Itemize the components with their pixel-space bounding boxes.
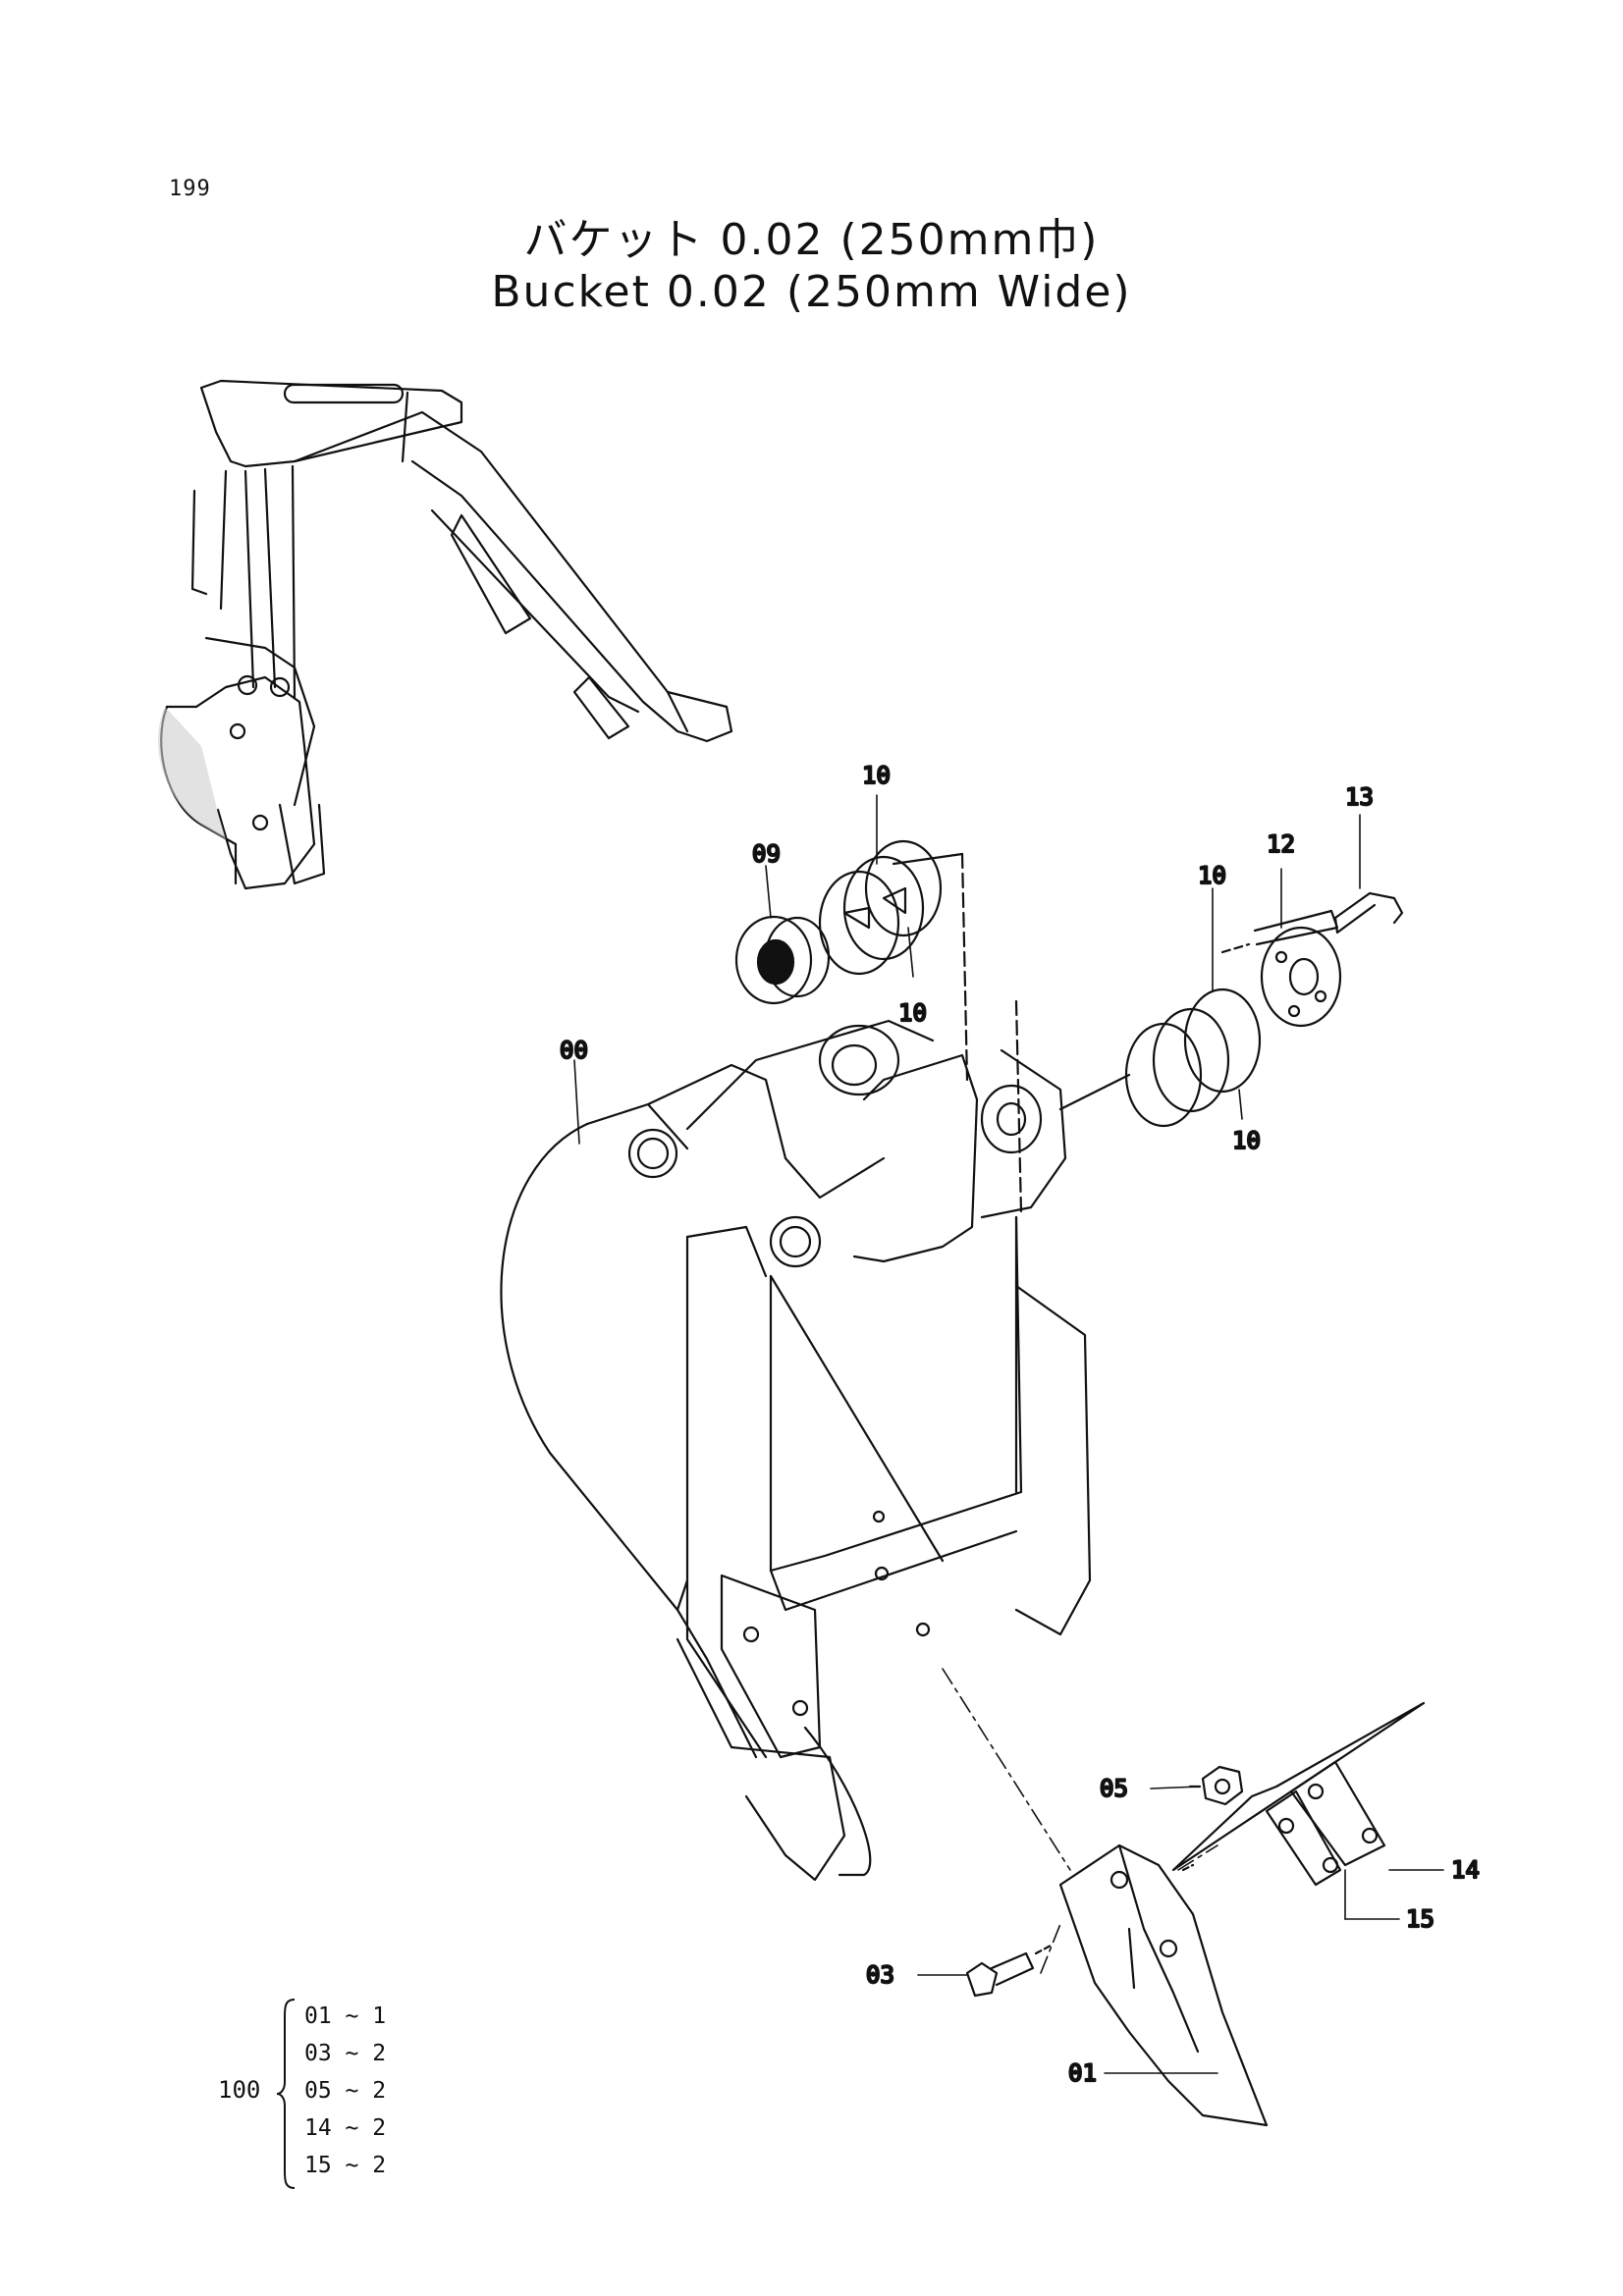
title-japanese: バケット 0.02 (250mm巾) xyxy=(523,215,1100,265)
kit-number: 100 xyxy=(218,2076,261,2104)
bucket-tooth xyxy=(1058,1843,1269,2127)
bucket-body xyxy=(500,852,1092,1882)
kit-listing: 100 01 ~ 1 03 ~ 2 05 ~ 2 14 ~ 2 15 ~ 2 xyxy=(218,1998,444,2194)
tooth-bolt xyxy=(965,1944,1053,1998)
shims-right xyxy=(1058,988,1262,1128)
leader-lines xyxy=(573,794,1444,2074)
callout-10-right-lower: 10 xyxy=(1232,1127,1261,1154)
title-english: Bucket 0.02 (250mm Wide) xyxy=(491,267,1132,317)
callout-12: 12 xyxy=(1267,830,1295,858)
assembly-centre-lines xyxy=(942,1668,1218,1974)
kit-item: 14 ~ 2 xyxy=(304,2115,387,2141)
kit-item: 03 ~ 2 xyxy=(304,2041,387,2066)
tooth-nut xyxy=(1188,1765,1244,1806)
callout-09: 09 xyxy=(752,840,781,868)
callout-05: 05 xyxy=(1100,1775,1128,1802)
brace xyxy=(276,1999,296,2189)
callout-00: 00 xyxy=(560,1037,588,1064)
callout-14: 14 xyxy=(1451,1856,1480,1884)
plate-bolt xyxy=(1220,891,1404,954)
callout-10-right: 10 xyxy=(1198,862,1226,889)
kit-item: 05 ~ 2 xyxy=(304,2078,387,2104)
callout-01: 01 xyxy=(1068,2059,1097,2087)
callout-15: 15 xyxy=(1406,1905,1434,1933)
side-cutter xyxy=(1171,1701,1426,1887)
kit-item: 15 ~ 2 xyxy=(304,2153,387,2178)
excavator-arm-overview xyxy=(157,379,733,890)
kit-items: 01 ~ 1 03 ~ 2 05 ~ 2 14 ~ 2 15 ~ 2 xyxy=(304,1998,386,2184)
retainer-plate xyxy=(1260,926,1342,1028)
kit-item: 01 ~ 1 xyxy=(304,2003,387,2029)
callout-13: 13 xyxy=(1345,783,1374,811)
callout-10-upper-lower: 10 xyxy=(898,999,927,1027)
callout-03: 03 xyxy=(866,1961,894,1989)
callout-10-upper: 10 xyxy=(862,762,891,789)
page-number: 199 xyxy=(169,177,211,201)
seal-ring xyxy=(734,915,831,1005)
shims-upper xyxy=(818,839,964,976)
